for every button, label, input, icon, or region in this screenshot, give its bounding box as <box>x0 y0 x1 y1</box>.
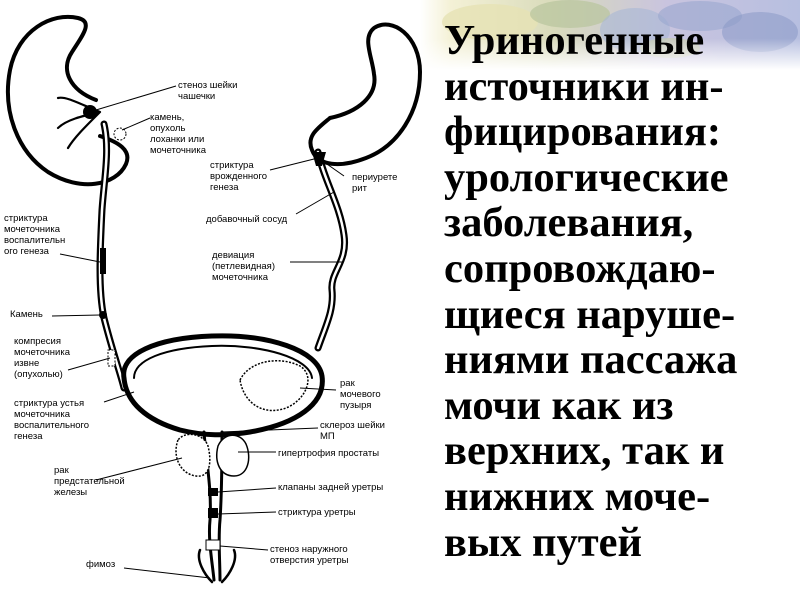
left-renal-pelvis <box>58 98 100 148</box>
slide-title: Уриногенные источники ин- фицирования: у… <box>444 18 796 565</box>
urethral-valves-marker <box>208 488 218 496</box>
left-stone-marker <box>99 311 107 319</box>
label-urethral-valves: клапаны задней уретры <box>278 482 383 493</box>
label-periureteritis: периурете рит <box>352 172 397 194</box>
pelvis-stone-marker <box>114 128 126 140</box>
left-inflammatory-stricture-marker <box>100 248 106 274</box>
right-kidney <box>310 25 420 165</box>
label-external-compression: компресия мочеточника извне (опухолью) <box>14 336 70 380</box>
prostate <box>176 434 249 476</box>
label-bladder-neck-sclerosis: склероз шейки МП <box>320 420 385 442</box>
label-stone: Камень <box>10 309 43 320</box>
label-prostate-hypertrophy: гипертрофия простаты <box>278 448 379 459</box>
label-bladder-cancer: рак мочевого пузыря <box>340 378 381 411</box>
right-ureter <box>318 152 345 348</box>
label-orifice-stricture: стриктура устья мочеточника воспалительн… <box>14 398 89 442</box>
meatal-stenosis-marker <box>206 540 220 550</box>
label-meatal-stenosis: стеноз наружного отверстия уретры <box>270 544 348 566</box>
label-prostate-cancer: рак предстательной железы <box>54 465 125 498</box>
calyx-stenosis-marker <box>83 105 97 119</box>
label-congenital-stricture: стриктура врожденного генеза <box>210 160 267 193</box>
label-urethral-stricture: стриктура уретры <box>278 507 356 518</box>
label-phimosis: фимоз <box>86 559 115 570</box>
leader-lines <box>52 86 344 578</box>
label-accessory-vessel: добавочный сосуд <box>206 214 287 225</box>
urethral-stricture-marker <box>208 508 218 518</box>
label-calyx-stenosis: стеноз шейки чашечки <box>178 80 237 102</box>
label-pelvis-stone: камень, опухоль лоханки или мочеточника <box>150 112 206 156</box>
bladder-tumor <box>240 361 308 411</box>
label-inflammatory-stricture: стриктура мочеточника воспалительн ого г… <box>4 213 65 257</box>
label-ureter-deviation: девиация (петлевидная) мочеточника <box>212 250 275 283</box>
